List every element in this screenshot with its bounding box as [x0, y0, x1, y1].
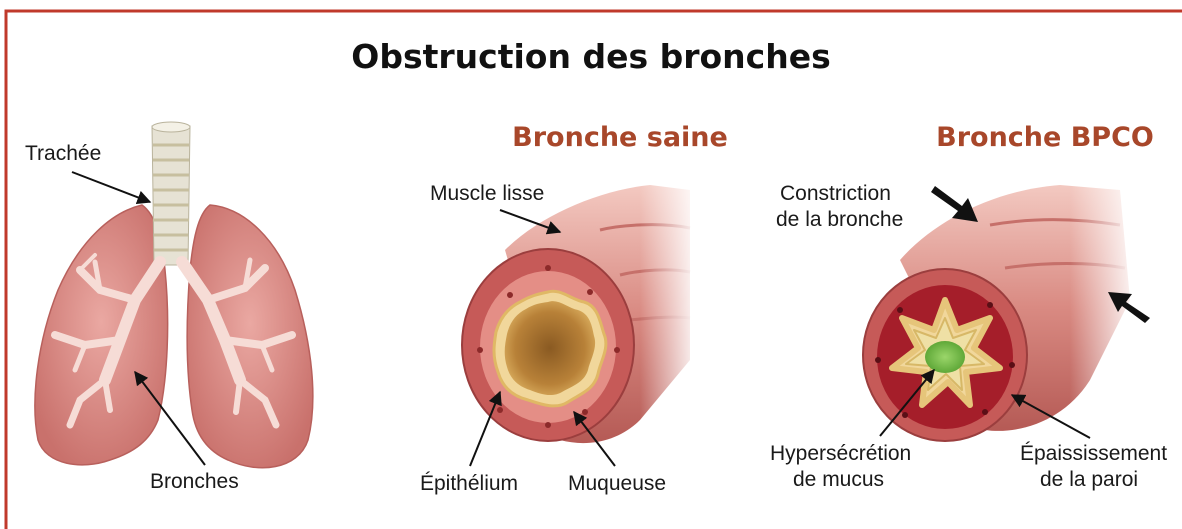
healthy-bronchus	[462, 170, 700, 450]
label-constriction-line2: de la bronche	[776, 208, 903, 231]
label-smooth-muscle: Muscle lisse	[430, 182, 544, 205]
label-bronchi: Bronches	[150, 470, 239, 493]
heading-healthy: Bronche saine	[512, 122, 728, 153]
label-epithelium: Épithélium	[420, 472, 518, 495]
copd-bronchus	[863, 170, 1140, 441]
heading-copd: Bronche BPCO	[936, 122, 1154, 153]
label-constriction-line1: Constriction	[780, 182, 891, 205]
constriction-arrow-top	[931, 186, 978, 222]
label-trachea: Trachée	[25, 142, 101, 165]
label-mucus-line1: Hypersécrétion	[770, 442, 911, 465]
copd-mucus	[925, 341, 965, 373]
label-thickening-line2: de la paroi	[1040, 468, 1138, 491]
label-mucus-line2: de mucus	[793, 468, 884, 491]
trachea	[152, 122, 190, 265]
label-thickening-line1: Épaississement	[1020, 442, 1167, 465]
diagram-title: Obstruction des bronches	[351, 37, 830, 76]
label-mucosa: Muqueuse	[568, 472, 666, 495]
pointer-trachea	[72, 172, 150, 202]
